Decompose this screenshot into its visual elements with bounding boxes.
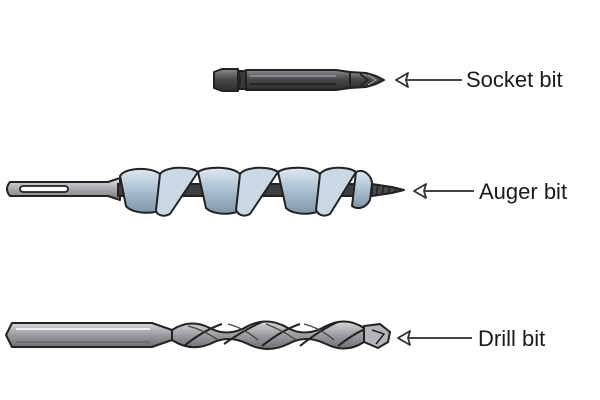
auger-bit-screw-tip — [371, 183, 405, 197]
socket-bit-hex-shank — [213, 68, 239, 92]
socket-bit-label: Socket bit — [466, 67, 563, 92]
drill-bit-label: Drill bit — [478, 326, 546, 351]
socket-bit-body — [245, 69, 351, 91]
auger-bit-label: Auger bit — [479, 179, 568, 204]
auger-bit — [6, 166, 405, 217]
drill-bit-shank — [5, 322, 173, 348]
auger-bit-arrow — [413, 183, 474, 199]
socket-bit-arrow — [395, 72, 462, 88]
auger-bit-spiral — [119, 166, 373, 217]
drill-bit-tip — [363, 323, 391, 349]
socket-bit — [213, 68, 385, 92]
drill-bit-flutes — [171, 320, 373, 350]
drill-bit — [5, 320, 391, 350]
auger-bit-shank-slot — [19, 185, 69, 193]
drill-bit-arrow — [397, 330, 472, 346]
